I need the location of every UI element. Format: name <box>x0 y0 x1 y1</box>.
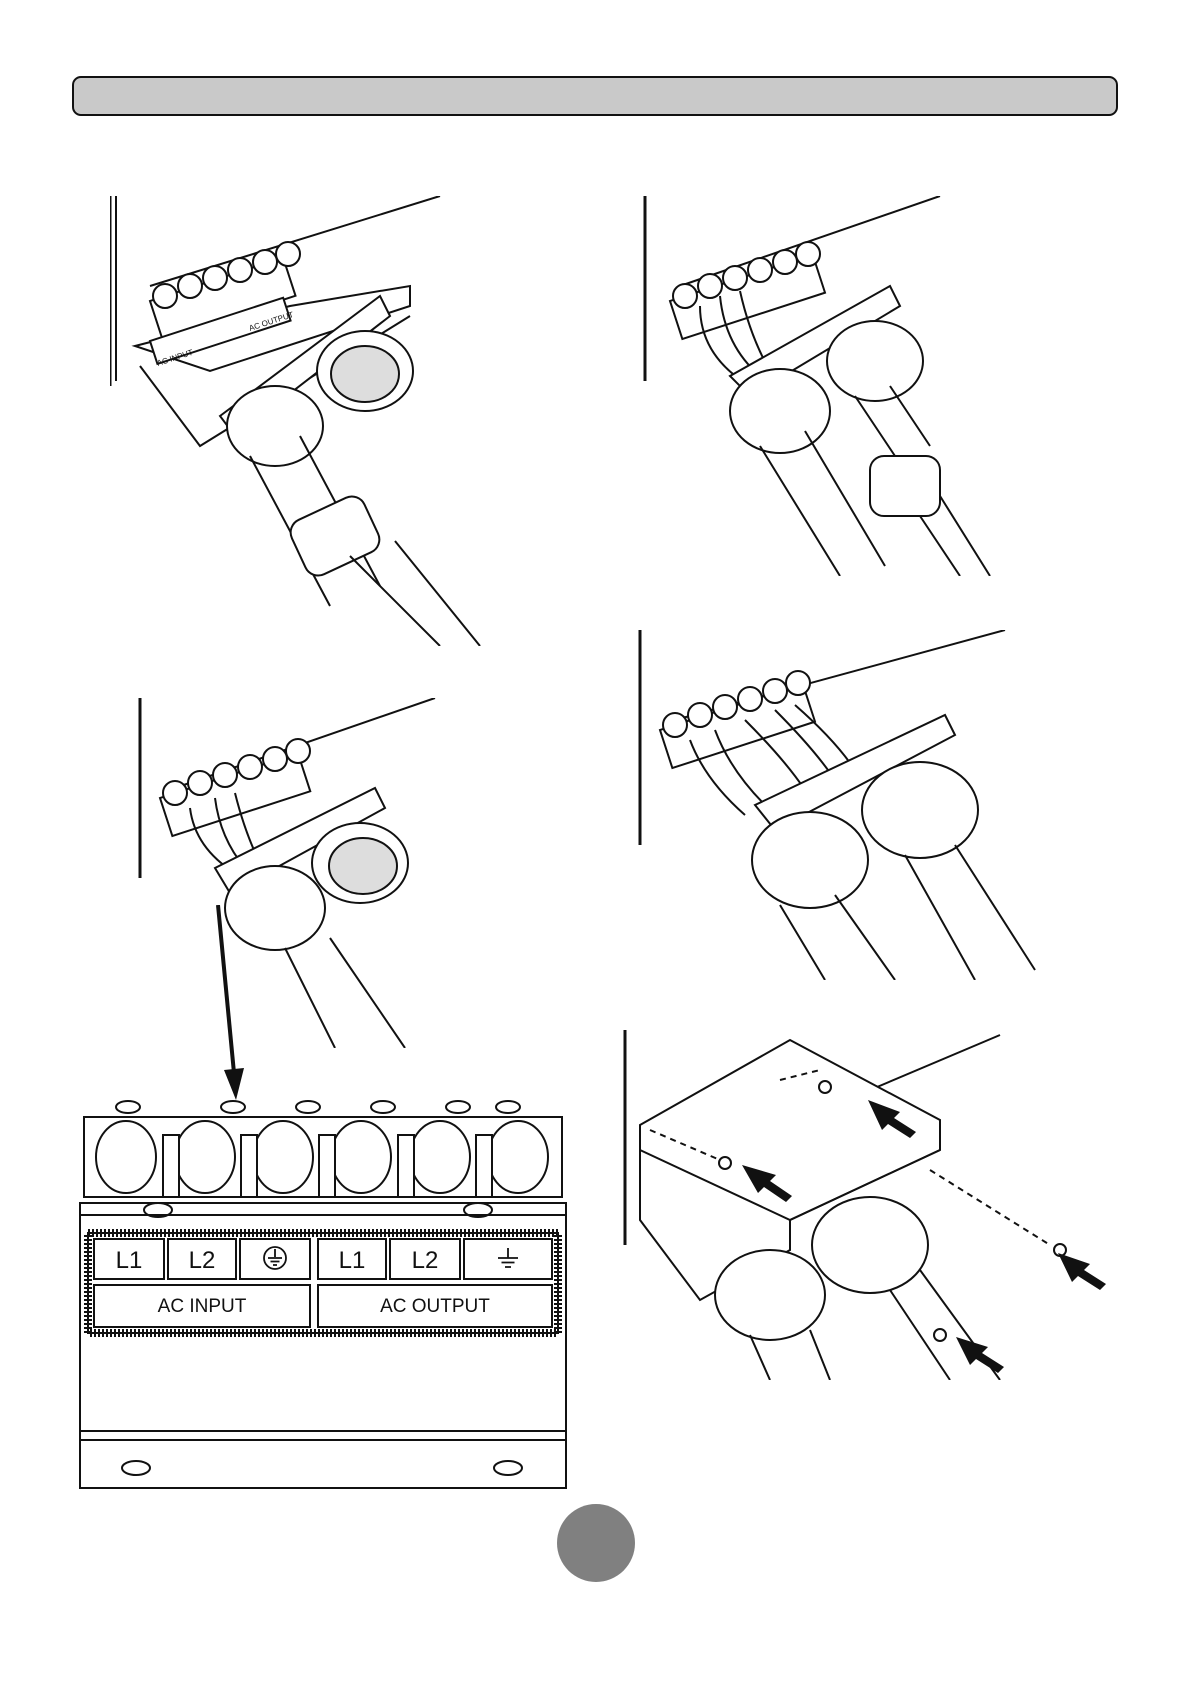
input-l1-label: L1 <box>116 1247 143 1274</box>
figure-step-3 <box>135 698 465 1048</box>
ac-output-label: AC OUTPUT <box>380 1296 490 1317</box>
figure-step-2 <box>640 196 1080 576</box>
input-l2-label: L2 <box>189 1247 216 1274</box>
output-l2-label: L2 <box>412 1247 439 1274</box>
ac-input-label: AC INPUT <box>158 1296 247 1317</box>
page-number-circle <box>557 1504 635 1582</box>
pointer-arrow-down <box>200 905 260 1105</box>
figure-step-1: AC INPUT AC OUTPUT <box>110 196 510 646</box>
output-l1-label: L1 <box>339 1247 366 1274</box>
figure-step-5-cover <box>620 1030 1120 1380</box>
section-header-bar <box>72 76 1118 116</box>
terminal-block-detail: L1 L2 L1 L2 AC INPUT AC OUTPUT <box>78 1095 568 1490</box>
figure-step-4 <box>635 630 1075 980</box>
